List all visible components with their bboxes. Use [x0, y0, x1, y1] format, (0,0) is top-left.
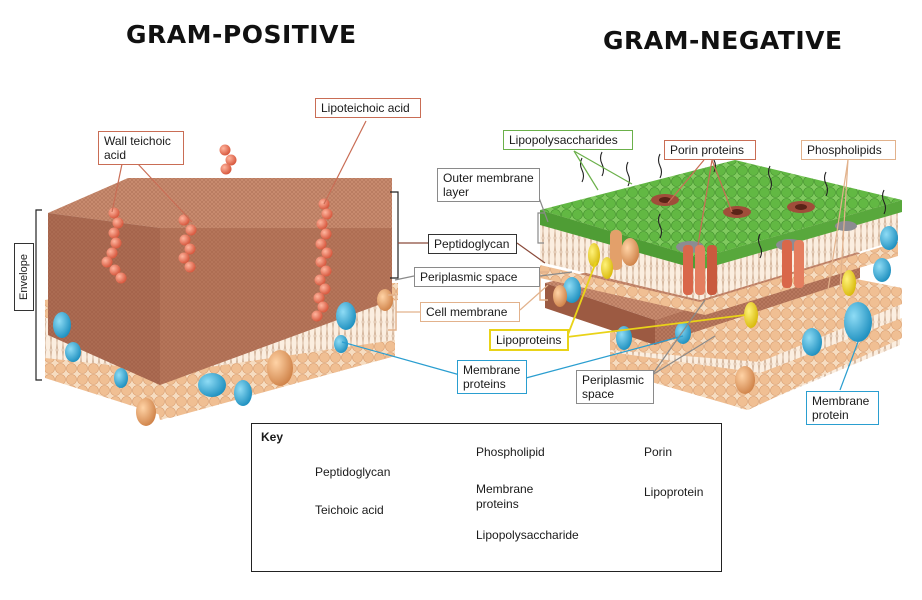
- key-label-porin: Porin: [644, 445, 673, 459]
- gn-porins: [610, 230, 804, 295]
- leader-lines: [111, 120, 859, 391]
- gram-negative-title: GRAM-NEGATIVE: [603, 26, 843, 55]
- key-title: Key: [261, 430, 284, 444]
- gn-outer-membrane: [540, 160, 902, 315]
- label-lipoteichoic-acid: Lipoteichoic acid: [315, 98, 421, 118]
- key-label-lipopolysaccharide: Lipopolysaccharide: [476, 528, 579, 542]
- label-porin-proteins: Porin proteins: [664, 140, 756, 160]
- label-membrane-protein: Membrane protein: [806, 391, 879, 425]
- gp-teichoic-acids: [101, 144, 333, 322]
- label-periplasmic-space-2: Periplasmic space: [576, 370, 654, 404]
- label-phospholipids: Phospholipids: [801, 140, 896, 160]
- gn-membrane-bracket: [539, 271, 548, 301]
- key-label-phospholipid: Phospholipid: [476, 445, 545, 459]
- gn-membrane-proteins: [553, 226, 898, 394]
- key-label-teichoic-acid: Teichoic acid: [315, 503, 384, 517]
- label-outer-membrane-layer: Outer membrane layer: [437, 168, 540, 202]
- key-label-peptidoglycan: Peptidoglycan: [315, 465, 391, 479]
- key-box: Key Peptidoglycan Teichoic acid Phosphol…: [251, 423, 722, 572]
- label-wall-teichoic-acid: Wall teichoic acid: [98, 131, 184, 165]
- label-peptidoglycan: Peptidoglycan: [428, 234, 517, 254]
- label-lipopolysaccharides: Lipopolysaccharides: [503, 130, 633, 150]
- gn-outer-bracket: [537, 212, 544, 244]
- gp-peptidoglycan: [48, 178, 392, 385]
- key-label-membrane-proteins: Membrane proteins: [476, 482, 534, 511]
- label-cell-membrane: Cell membrane: [420, 302, 520, 322]
- gram-positive-title: GRAM-POSITIVE: [126, 20, 357, 49]
- gram-positive-model: [35, 144, 399, 426]
- envelope-bracket: [35, 209, 42, 381]
- gn-lipoproteins: [588, 243, 856, 328]
- label-envelope: Envelope: [14, 243, 34, 311]
- label-membrane-proteins: Membrane proteins: [457, 360, 527, 394]
- peptidoglycan-bracket: [390, 191, 399, 279]
- gram-negative-model: [537, 147, 902, 410]
- label-periplasmic-space: Periplasmic space: [414, 267, 540, 287]
- gp-membrane-proteins: [53, 289, 393, 426]
- key-label-lipoprotein: Lipoprotein: [644, 485, 704, 499]
- label-lipoproteins: Lipoproteins: [489, 329, 569, 351]
